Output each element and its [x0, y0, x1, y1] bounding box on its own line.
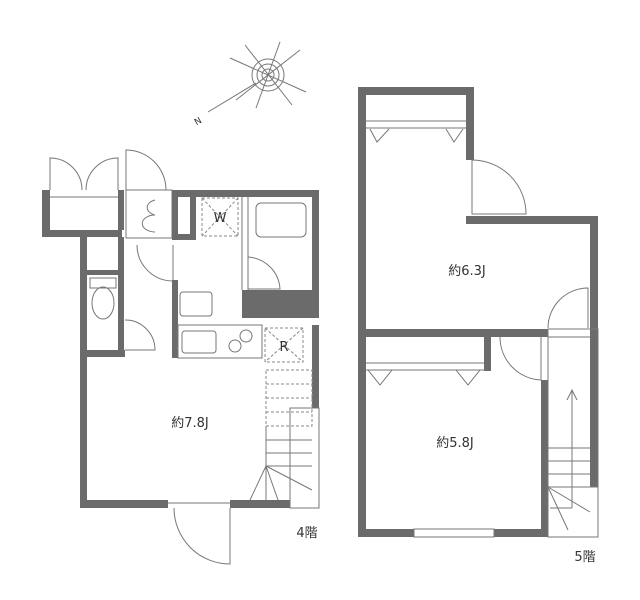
floor-label-4f: 4階 — [296, 526, 317, 541]
floor-label-5f: 5階 — [574, 550, 595, 565]
north-label: N — [193, 116, 204, 128]
fridge-space-label: R — [279, 340, 288, 355]
room-label-7-8j: 約7.8J — [171, 416, 209, 431]
washer-space-label: W — [214, 211, 227, 226]
floor-4-plan: W R 約7.8J 4階 — [42, 149, 320, 565]
floor-5-plan: 約6.3J 約5.8J 5階 — [358, 87, 599, 565]
stairs-5f — [547, 328, 599, 538]
compass-icon: N — [193, 41, 307, 128]
stairs-4f — [249, 369, 313, 501]
room-label-6-3j: 約6.3J — [448, 264, 486, 279]
stair-up-arrow-icon — [566, 388, 578, 508]
room-label-5-8j: 約5.8J — [436, 436, 474, 451]
